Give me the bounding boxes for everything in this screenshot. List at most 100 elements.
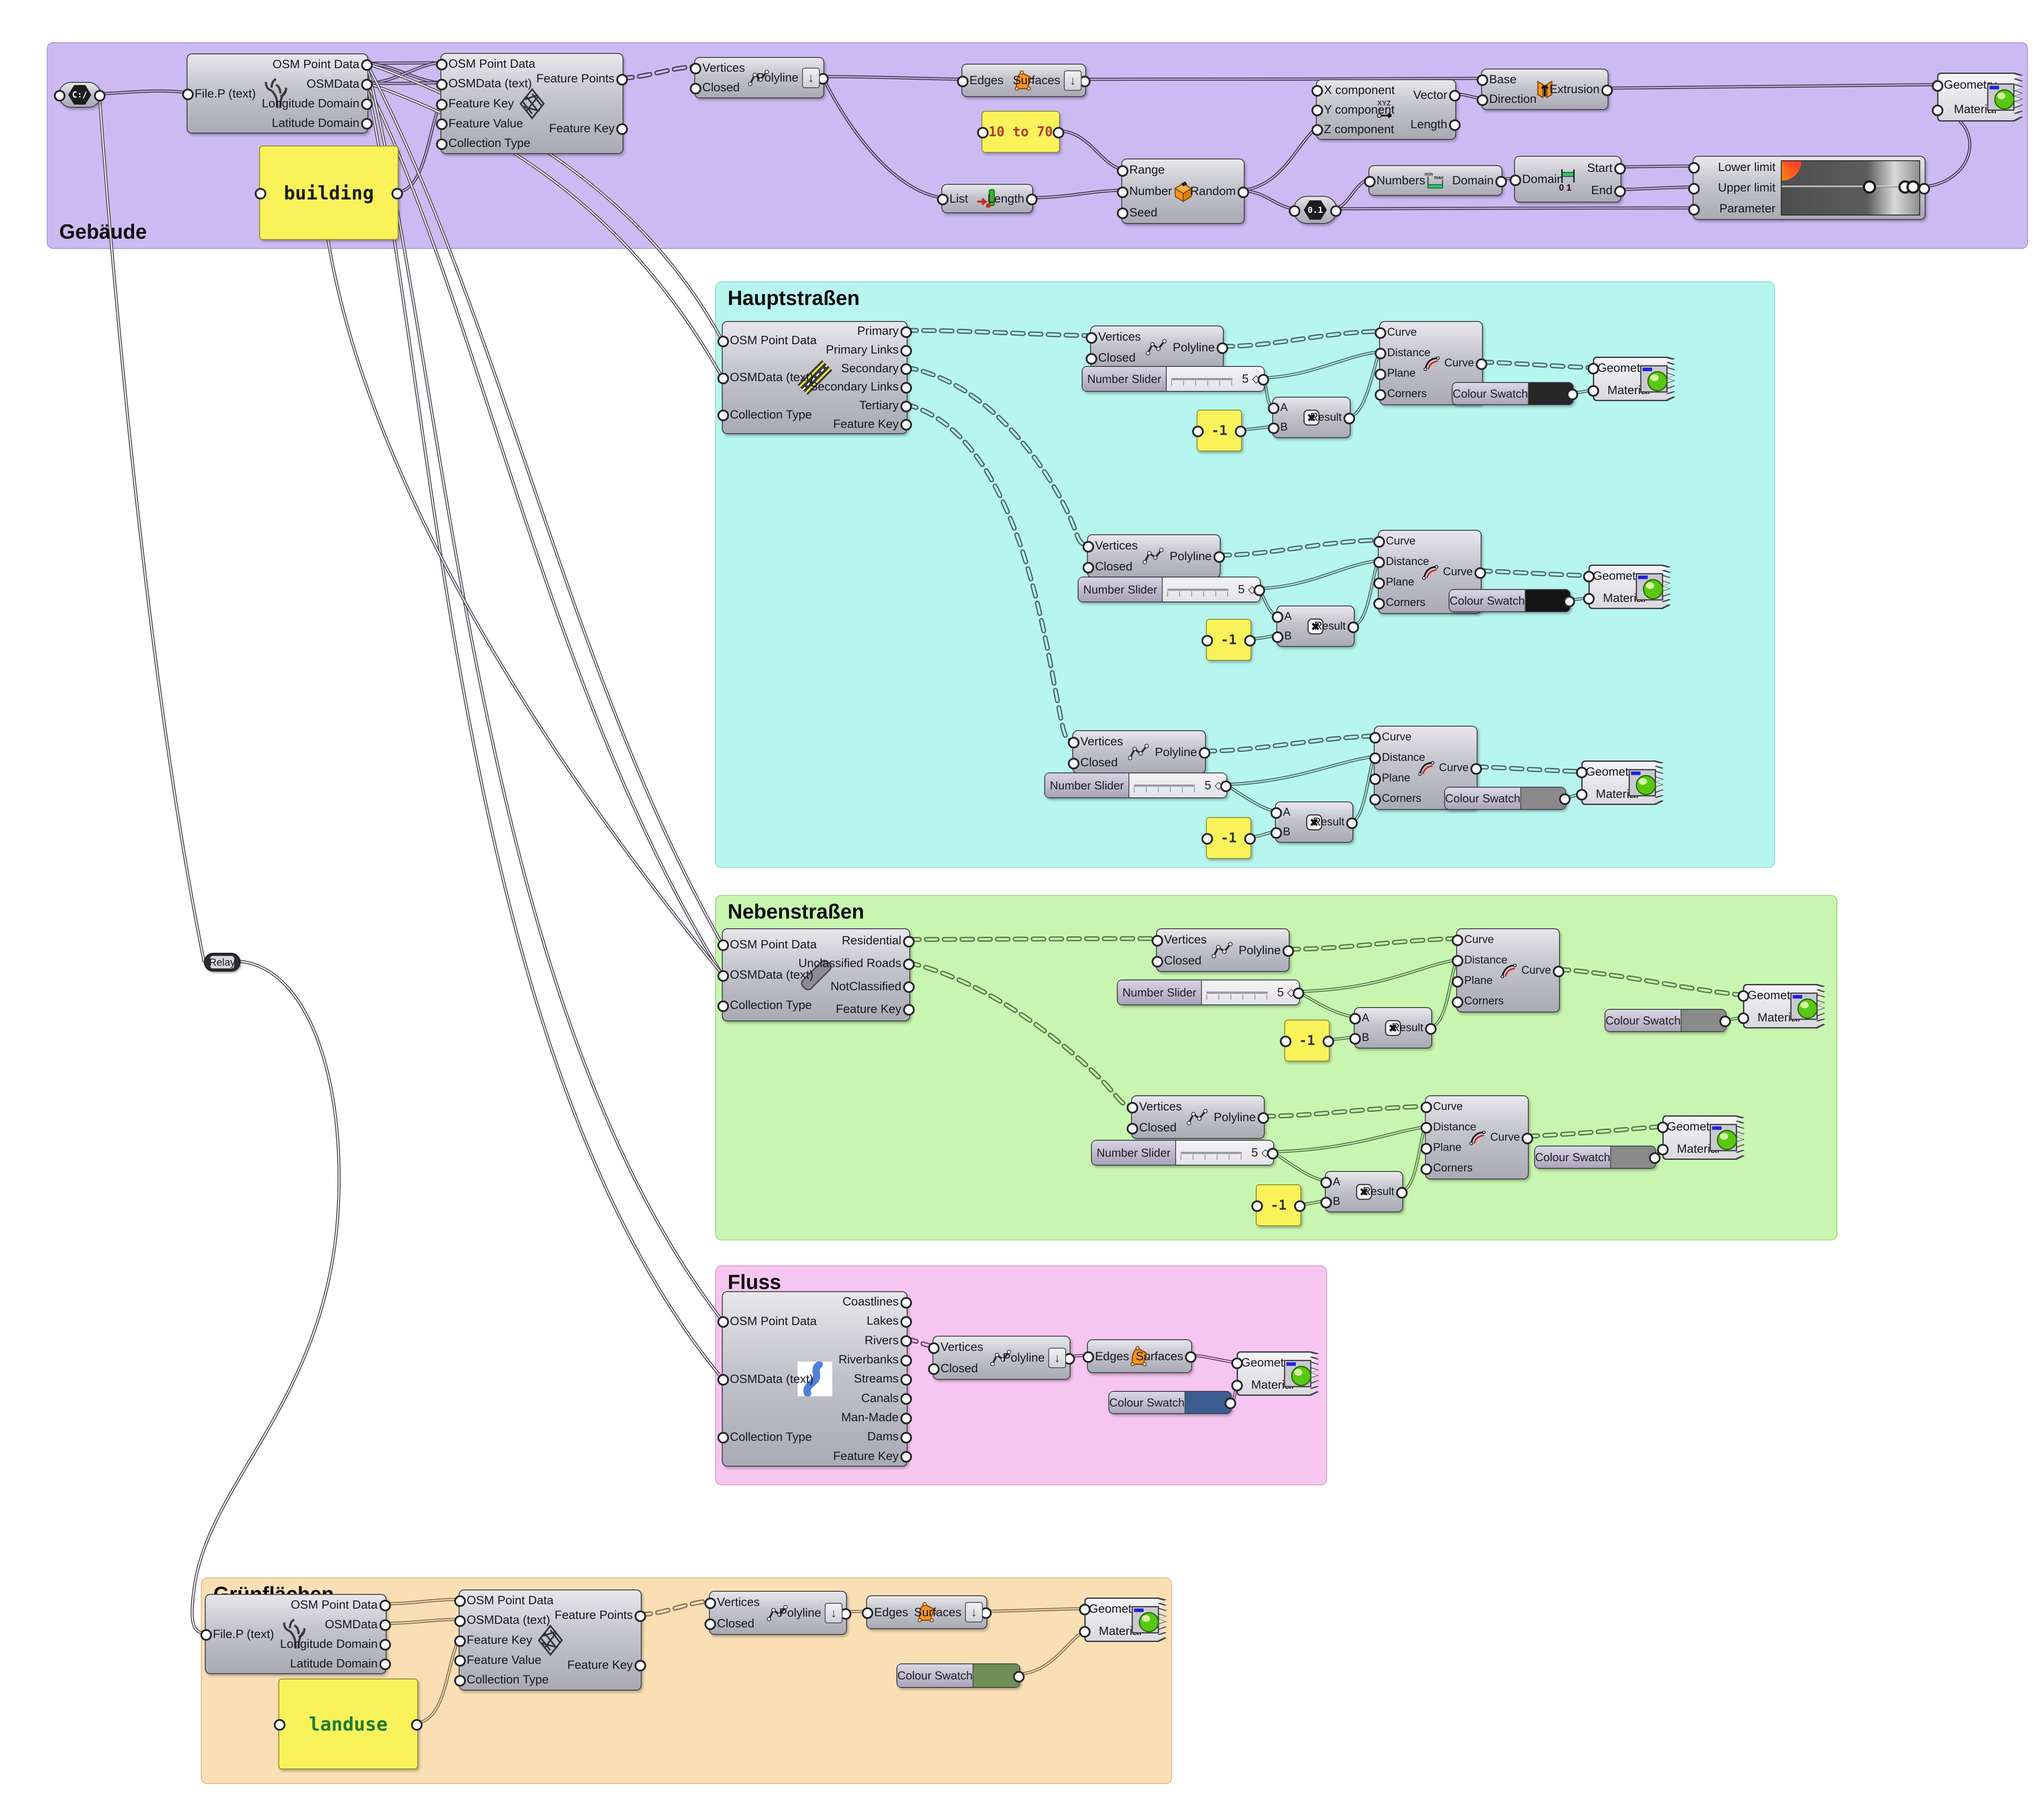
file-path-param[interactable]: C:/ [54,82,106,108]
swatch-h3-color-fill[interactable] [1521,788,1565,809]
polyline-h3-in-port[interactable] [1068,757,1079,769]
panel-n1-out-port[interactable] [1323,1036,1334,1047]
mult-h1-in-port[interactable] [1268,422,1279,434]
panel-h2[interactable]: -1 [1201,619,1256,661]
swatch-n2-color-fill[interactable] [1611,1146,1655,1168]
offset-h1-in-port[interactable] [1375,327,1386,339]
offset-n1-in-port[interactable] [1452,976,1463,988]
osm-file-2-out-port[interactable] [379,1659,391,1670]
osm-water-out-port[interactable] [900,1316,912,1328]
swatch-n2-out-port[interactable] [1649,1152,1661,1164]
list-length-out-port[interactable] [1026,194,1038,205]
mult-n1-out-port[interactable] [1425,1023,1437,1035]
surfaces-gruen-in-port[interactable] [862,1607,873,1619]
mult-h3-in-port[interactable] [1270,807,1282,819]
expand-arrow-icon[interactable]: ↓ [1064,70,1082,91]
extrusion-1-in-port[interactable] [1477,74,1488,86]
panel-n2-text[interactable]: -1 [1270,1197,1287,1213]
gradient-body[interactable] [1781,160,1920,215]
osm-data-2-in-port[interactable] [454,1635,466,1647]
osm-data-1-in-port[interactable] [436,59,448,71]
slider-h1-track[interactable]: 5◇ [1167,367,1264,391]
building-panel-in-port[interactable] [255,188,266,199]
polyline-fluss-in-port[interactable] [928,1363,940,1375]
osm-file-2-out-port[interactable] [379,1639,391,1651]
osm-file-1-out-port[interactable] [361,59,373,71]
wire[interactable] [1296,990,1356,1019]
gradient-1-in-port[interactable] [1688,162,1700,174]
wire[interactable] [1261,350,1381,380]
offset-n1-out-port[interactable] [1553,965,1564,977]
wire[interactable] [1270,1125,1427,1154]
vector-xyz-out-port[interactable] [1449,90,1461,102]
preview-h1-in-port[interactable] [1588,363,1599,374]
osm-data-2-in-port[interactable] [454,1595,466,1607]
wire[interactable] [821,75,943,199]
osm-file-1-out-port[interactable] [361,118,373,130]
panel-h2-in-port[interactable] [1201,635,1213,646]
osm-data-2-out-port[interactable] [635,1610,646,1622]
polyline-n1-out-port[interactable] [1283,945,1294,957]
slider-h1-out-port[interactable] [1258,374,1269,386]
polyline-gruen-in-port[interactable] [704,1597,716,1609]
wire[interactable] [395,102,442,194]
swatch-gruen-out-port[interactable] [1013,1671,1025,1683]
vector-xyz-out-port[interactable] [1449,119,1461,131]
preview-h1-in-port[interactable] [1588,385,1599,397]
offset-h2-in-port[interactable] [1373,577,1385,589]
wire[interactable] [1017,1629,1086,1676]
swatch-n1-color-fill[interactable] [1682,1010,1726,1031]
gradient-grip[interactable] [1906,180,1920,194]
mult-n1-in-port[interactable] [1349,1033,1361,1045]
swatch-fluss[interactable]: Colour Swatch [1108,1391,1236,1414]
preview-h2-in-port[interactable] [1583,571,1595,582]
offset-h3-out-port[interactable] [1470,763,1482,775]
preview-gruen-in-port[interactable] [1079,1626,1091,1638]
preview-n2-in-port[interactable] [1657,1122,1669,1133]
offset-n2-in-port[interactable] [1421,1102,1432,1114]
gradient-grip[interactable] [1862,180,1876,194]
building-panel[interactable]: building [255,146,403,240]
offset-h1-in-port[interactable] [1375,389,1386,401]
swatch-h2[interactable]: Colour Swatch [1449,589,1575,612]
slider-h3-track[interactable]: 5◇ [1129,773,1226,797]
osm-data-2-in-port[interactable] [454,1675,466,1687]
osm-data-1-in-port[interactable] [436,118,448,130]
vector-xyz-in-port[interactable] [1311,124,1323,136]
osm-file-1-out-port[interactable] [361,79,373,90]
slider-h2-out-port[interactable] [1254,585,1265,596]
osm-file-1-in-port[interactable] [182,89,194,100]
osm-roads-neben-out-port[interactable] [903,958,915,970]
swatch-h3[interactable]: Colour Swatch [1444,787,1571,810]
preview-gebaeude-in-port[interactable] [1932,80,1943,92]
landuse-panel-out-port[interactable] [411,1719,423,1731]
range-panel[interactable]: 10 to 70 [977,111,1064,153]
number-pill[interactable]: 0.1 [1289,196,1342,224]
osm-data-1-out-port[interactable] [616,123,628,135]
wire[interactable] [365,61,724,1322]
offset-n1-in-port[interactable] [1452,996,1463,1008]
osm-roads-neben-out-port[interactable] [903,981,915,993]
polyline-h1-out-port[interactable] [1217,342,1228,354]
preview-n2-in-port[interactable] [1657,1144,1669,1155]
swatch-gruen-color-fill[interactable] [973,1664,1019,1687]
slider-groove[interactable] [1167,589,1229,591]
slider-h2-track[interactable]: 5◇ [1163,577,1260,602]
wire[interactable] [903,365,1090,547]
